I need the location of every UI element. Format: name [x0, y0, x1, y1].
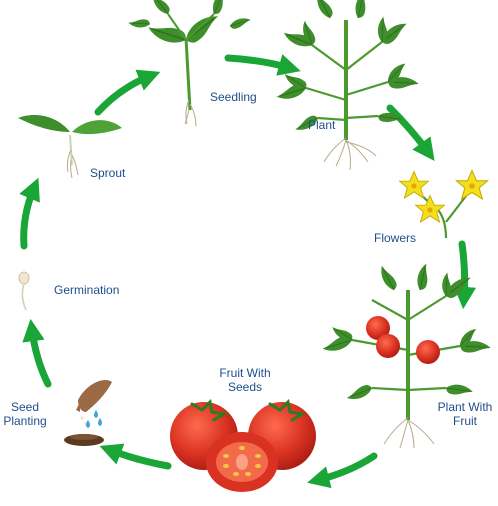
seedling-illustration: [127, 0, 253, 127]
label-fruit-with-seeds-line2: Seeds: [227, 380, 263, 394]
label-plant-with-fruit-line1: Plant With: [437, 400, 493, 414]
arrow-seed-to-germination: [22, 318, 52, 388]
arrow-germination-to-sprout: [19, 177, 40, 250]
label-germination: Germination: [54, 283, 120, 297]
sprout-illustration: [18, 114, 122, 179]
arrow-fruit-to-seed: [99, 443, 172, 470]
arrow-sprout-to-seedling: [94, 69, 161, 116]
label-seed-planting-line2: Planting: [3, 414, 47, 428]
arrow-fruitplant-to-fruit: [307, 452, 378, 489]
fruit-with-seeds-illustration: [170, 398, 316, 492]
label-plant: Plant: [308, 118, 336, 132]
label-plant-with-fruit-line2: Fruit: [453, 414, 477, 428]
label-seedling: Seedling: [210, 90, 257, 104]
label-seed-planting: Seed Planting: [0, 400, 52, 428]
plant-with-fruit-illustration: [320, 261, 492, 449]
label-fruit-with-seeds-line1: Fruit With: [219, 366, 271, 380]
arrow-plant-to-flowers: [386, 104, 435, 162]
germination-illustration: [18, 271, 30, 311]
label-fruit-with-seeds: Fruit With Seeds: [210, 366, 280, 394]
label-seed-planting-line1: Seed: [10, 400, 40, 414]
arrow-seedling-to-plant: [224, 54, 301, 76]
tomato-3: [416, 340, 440, 364]
tomato-2: [376, 334, 400, 358]
flowers-illustration: [399, 169, 489, 239]
plant-illustration: [274, 0, 420, 171]
seed-planting-illustration: [64, 380, 112, 446]
cycle-arrows: [19, 54, 477, 489]
arrow-flowers-to-fruitplant: [453, 240, 477, 310]
label-sprout: Sprout: [90, 166, 126, 180]
label-plant-with-fruit: Plant With Fruit: [432, 400, 498, 428]
label-flowers: Flowers: [374, 231, 417, 245]
tomato-1: [366, 316, 390, 340]
